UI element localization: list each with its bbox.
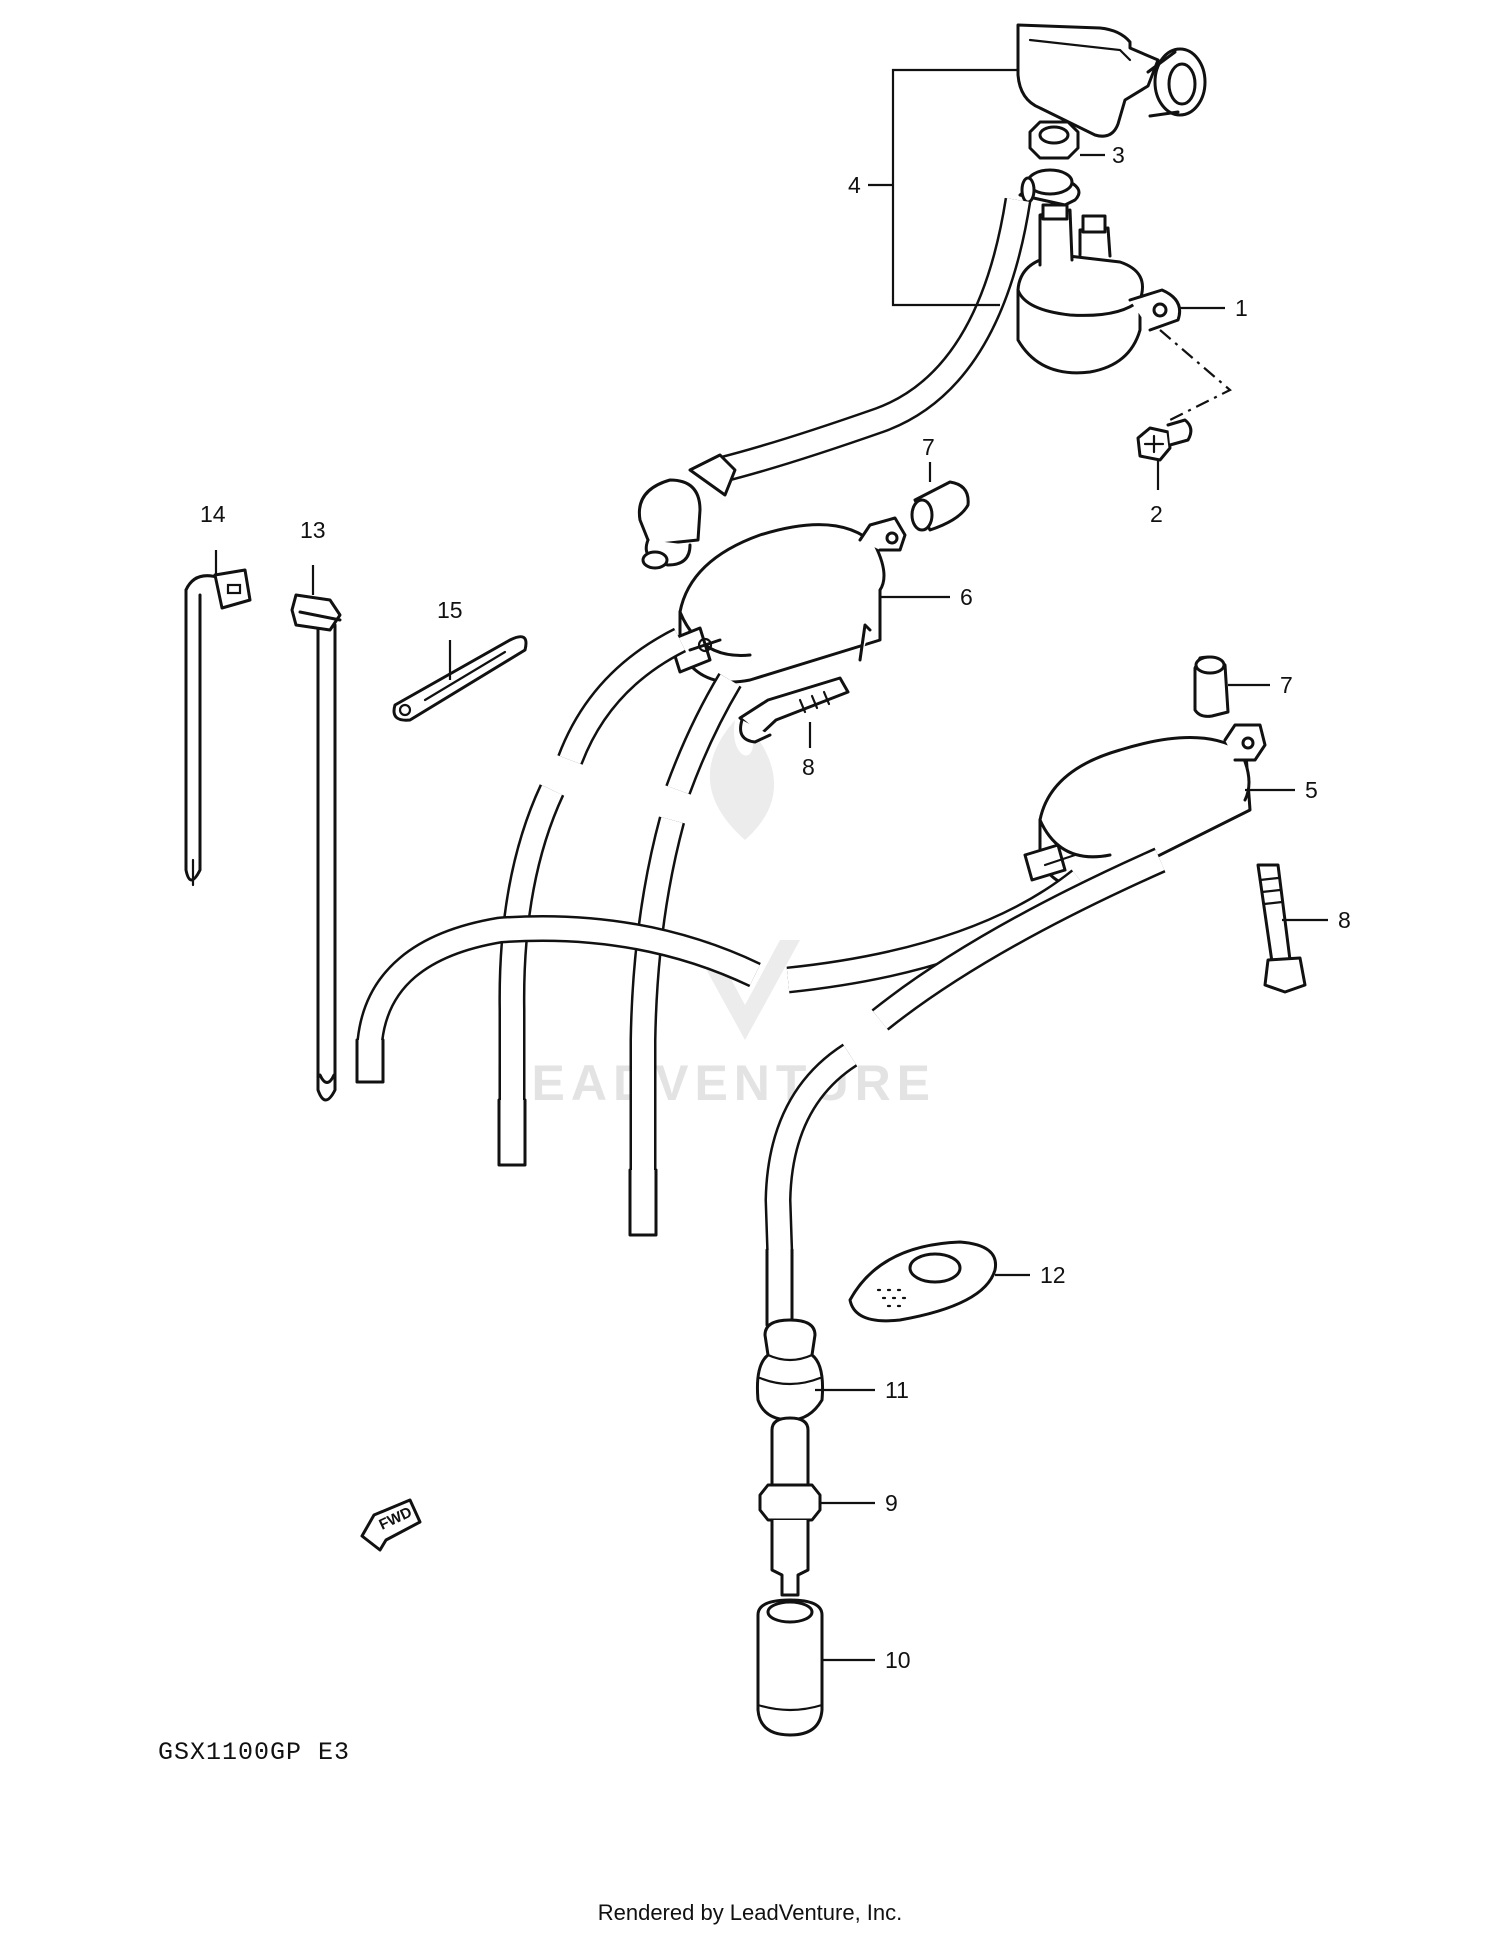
callout-4: 4 [848, 172, 861, 198]
callout-7-upper: 7 [922, 434, 935, 460]
callout-5: 5 [1305, 777, 1318, 803]
footer-credit: Rendered by LeadVenture, Inc. [597, 1900, 903, 1925]
callout-14: 14 [200, 501, 226, 527]
part-9-connector[interactable] [758, 1416, 822, 1597]
relay-lead-wire [637, 197, 1032, 570]
callout-6: 6 [960, 584, 973, 610]
callout-7-lower: 7 [1280, 672, 1293, 698]
part-1-starter-relay[interactable] [1016, 168, 1232, 421]
fwd-arrow-icon: FWD [360, 1498, 422, 1552]
part-10-plug-cap[interactable] [756, 1598, 824, 1737]
watermark-text: LEADVENTURE [495, 1055, 936, 1111]
callout-9: 9 [885, 1490, 898, 1516]
part-13-cable-tie[interactable] [290, 593, 342, 1102]
part-5-ignition-coil[interactable] [1023, 723, 1267, 889]
part-2-screw[interactable] [1136, 418, 1193, 462]
part-8-bolt-lower[interactable] [1256, 863, 1307, 994]
part-3-nut[interactable] [1028, 120, 1080, 160]
part-7-spacer-lower[interactable] [1193, 655, 1230, 718]
leader-lines [214, 68, 1328, 1662]
part-8-bolt-upper[interactable] [738, 676, 850, 744]
part-7-spacer-upper[interactable] [910, 480, 970, 532]
part-11-boot[interactable] [756, 1318, 824, 1422]
callout-8-upper: 8 [802, 754, 815, 780]
callout-2: 2 [1150, 501, 1163, 527]
callout-15: 15 [437, 597, 463, 623]
part-14-wire-clamp[interactable] [184, 568, 252, 887]
part-4-relay-cover[interactable] [1016, 23, 1207, 138]
part-12-grommet-plate[interactable] [848, 1240, 998, 1323]
model-code-label: GSX1100GP E3 [158, 1738, 351, 1767]
high-tension-leads [355, 627, 1166, 1327]
callout-3: 3 [1112, 142, 1125, 168]
callout-8-lower: 8 [1338, 907, 1351, 933]
callout-11: 11 [885, 1377, 909, 1403]
callout-1: 1 [1235, 295, 1248, 321]
callout-13: 13 [300, 517, 326, 543]
callout-12: 12 [1040, 1262, 1066, 1288]
part-6-ignition-coil[interactable] [668, 516, 907, 684]
part-15-holder-band[interactable] [392, 635, 528, 722]
watermark-flame-icon [709, 720, 775, 840]
callouts: 1 2 3 4 5 6 7 7 8 8 9 10 11 12 13 14 15 [200, 142, 1351, 1673]
callout-10: 10 [885, 1647, 911, 1673]
watermark: LEADVENTURE [495, 720, 936, 1111]
